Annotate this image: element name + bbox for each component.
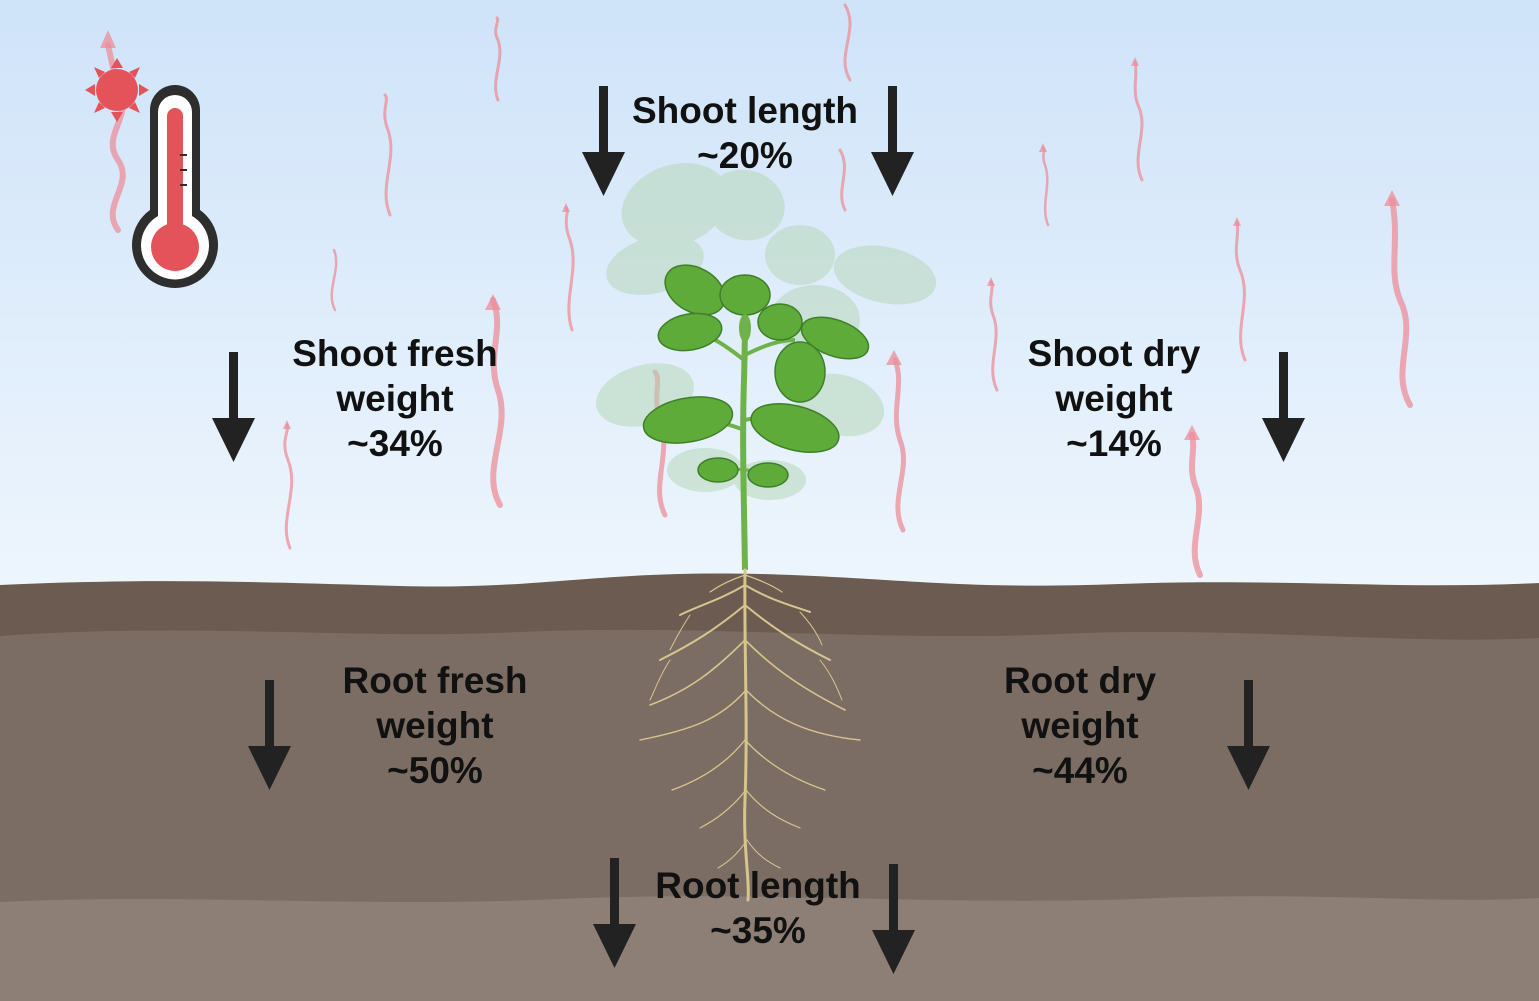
heat-wave — [330, 248, 338, 312]
shoot-fresh-weight-value: ~34% — [347, 423, 443, 464]
plant-shoot — [642, 264, 870, 571]
down-arrow-icon — [871, 86, 914, 196]
thermometer-icon — [132, 85, 218, 288]
heat-wave — [383, 93, 393, 217]
root-dry-weight-value: ~44% — [1032, 750, 1128, 791]
shoot-fresh-weight-name-2: weight — [336, 378, 454, 419]
root-dry-weight-name-1: Root dry — [1003, 660, 1157, 701]
shoot-dry-weight-name-1: Shoot dry — [1027, 333, 1201, 374]
heat-wave — [1234, 220, 1247, 362]
heat-wave — [564, 206, 575, 332]
root-fresh-weight-name-1: Root fresh — [342, 660, 528, 701]
heat-wave — [989, 280, 999, 392]
down-arrow-icon — [248, 680, 291, 790]
root-fresh-weight-label: Root fresh weight ~50% — [343, 658, 528, 793]
shoot-dry-weight-label: Shoot dry weight ~14% — [1028, 331, 1201, 466]
down-arrow-icon — [1262, 352, 1305, 462]
heat-wave — [1189, 432, 1203, 578]
shoot-fresh-weight-name-1: Shoot fresh — [292, 333, 498, 374]
root-dry-weight-name-2: weight — [1021, 705, 1139, 746]
down-arrow-icon — [872, 864, 915, 974]
shoot-length-name: Shoot length — [631, 90, 859, 131]
heat-wave — [1133, 60, 1144, 182]
shoot-length-value: ~20% — [697, 135, 793, 176]
down-arrow-icon — [212, 352, 255, 462]
heat-wave — [283, 423, 294, 550]
heat-wave — [892, 357, 906, 533]
down-arrow-icon — [593, 858, 636, 968]
root-fresh-weight-value: ~50% — [387, 750, 483, 791]
down-arrows — [212, 86, 1305, 974]
root-length-name: Root length — [655, 865, 861, 906]
heat-wave — [1389, 197, 1413, 408]
sun-icon — [85, 58, 149, 122]
root-length-value: ~35% — [710, 910, 806, 951]
root-fresh-weight-name-2: weight — [376, 705, 494, 746]
down-arrow-icon — [1227, 680, 1270, 790]
heat-wave — [490, 297, 505, 508]
shoot-dry-weight-value: ~14% — [1066, 423, 1162, 464]
heat-wave — [843, 3, 852, 82]
down-arrow-icon — [582, 86, 625, 196]
root-length-label: Root length ~35% — [655, 863, 861, 953]
root-dry-weight-label: Root dry weight ~44% — [1004, 658, 1156, 793]
heat-wave-tips — [100, 30, 1400, 440]
heat-wave — [494, 16, 502, 102]
soil-bottom-layer — [0, 896, 1539, 1001]
heat-waves — [105, 3, 1413, 578]
shoot-length-label: Shoot length ~20% — [632, 88, 858, 178]
shoot-dry-weight-name-2: weight — [1055, 378, 1173, 419]
heat-wave — [838, 148, 847, 212]
plant-roots — [639, 568, 861, 902]
shoot-fresh-weight-label: Shoot fresh weight ~34% — [292, 331, 498, 466]
